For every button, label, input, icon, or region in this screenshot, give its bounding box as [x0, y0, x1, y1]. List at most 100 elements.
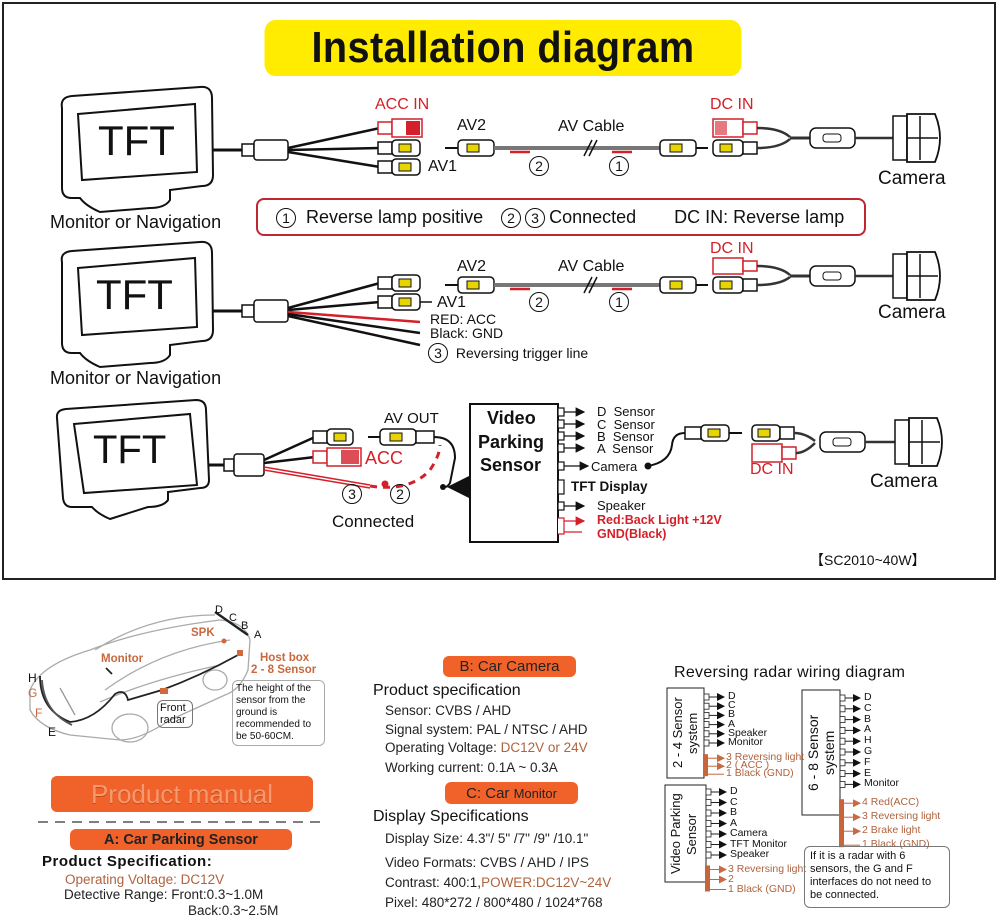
video-output-label: Speaker: [730, 848, 770, 860]
sys24-power-label: 3 Reversing light: [726, 751, 805, 764]
section-b-title: B: Car Camera: [443, 656, 576, 677]
red-dashed-connection: [369, 444, 442, 489]
sys24-output-label: Monitor: [728, 736, 764, 748]
video-power-label: 1 Black (GND): [728, 882, 796, 895]
video-power-bar: [705, 865, 710, 892]
sys24-output-label: Speaker: [728, 726, 768, 739]
av2-label-1: AV2: [457, 117, 487, 134]
camera-2-cable: [712, 257, 893, 294]
camera-1: [892, 113, 941, 163]
section-a-range-front: Detective Range: Front:0.3~1.0M: [64, 887, 264, 902]
video-output-label: B: [730, 806, 738, 818]
camera-1-cable: [712, 118, 893, 157]
radar-title: Reversing radar wiring diagram: [674, 664, 906, 681]
video-output-label: TFT Monitor: [730, 837, 787, 850]
car-label-e: E: [48, 725, 57, 739]
section-a-voltage: Operating Voltage: DC12V: [65, 872, 225, 887]
dc-in-label-3: DC IN: [750, 461, 794, 478]
output-a-sensor: A Sensor: [597, 441, 654, 456]
section-b-signal: Signal system: PAL / NTSC / AHD: [385, 722, 588, 737]
sys68-output-label: E: [864, 766, 872, 779]
monitor-2-connector: [213, 281, 421, 347]
section-c-contrast: Contrast: 400:1,POWER:DC12V~24V: [385, 875, 612, 890]
radar-note: If it is a radar with 6 sensors, the G a…: [804, 846, 950, 908]
monitor-1: [60, 85, 215, 214]
video-output-label: A: [730, 816, 738, 829]
car-label-d: D: [215, 604, 223, 616]
car-label-c: C: [229, 612, 237, 624]
car-label-h: H: [28, 671, 37, 685]
sys68-port: [839, 694, 846, 702]
section-a-heading: Product Specification:: [42, 853, 213, 870]
av-cable-label-1: AV Cable: [558, 118, 625, 135]
sensor-box-outputs: [557, 407, 590, 535]
section-c-formats: Video Formats: CVBS / AHD / IPS: [385, 855, 589, 870]
sys24-power-bar: [703, 754, 708, 777]
section-b-current: Working current: 0.1A ~ 0.3A: [385, 760, 558, 775]
marker-2-d2: 2: [529, 292, 553, 312]
sys24-output-label: C: [728, 699, 736, 712]
car-spk-label: SPK: [191, 627, 215, 639]
sys68-port: [839, 759, 846, 767]
monitor-1-connector: [213, 126, 381, 169]
sensor-box-title-1: Video: [487, 408, 536, 428]
sys24-power-label: 1 Black (GND): [726, 767, 794, 780]
av-out-plug: [368, 428, 457, 490]
av-cable-label-2: AV Cable: [558, 258, 625, 275]
sys68-output-label: G: [864, 745, 873, 757]
sensor-box-title-3: Sensor: [480, 455, 542, 475]
section-a-title: A: Car Parking Sensor: [70, 829, 292, 850]
connected-label: Connected: [332, 512, 415, 531]
camera-label-2: Camera: [878, 302, 946, 323]
sensor-height-note: The height of the sensor from the ground…: [232, 680, 325, 746]
tft-display-label: TFT Display: [571, 479, 648, 494]
av2-label-2: AV2: [457, 258, 487, 275]
section-b-heading: Product specification: [373, 682, 521, 699]
camera-2: [892, 251, 941, 301]
output-b-sensor: B Sensor: [597, 429, 655, 444]
black-gnd-label: Black: GND: [430, 325, 504, 341]
video-output-label: C: [730, 795, 738, 808]
red-backlight-label: Red:Back Light +12V: [597, 513, 722, 527]
camera-3: [894, 417, 943, 467]
section-c-size: Display Size: 4.3"/ 5" /7" /9" /10.1": [385, 831, 589, 846]
sys68-output-label: B: [864, 712, 872, 725]
section-a-range-back: Back:0.3~2.5M: [188, 903, 279, 918]
monitor-2: [60, 240, 215, 369]
monitor-2-label: Monitor or Navigation: [50, 368, 222, 388]
sys68-port: [839, 770, 846, 777]
marker-2-d1: 2: [529, 156, 553, 176]
camera-label-1: Camera: [878, 168, 946, 189]
video-output-label: D: [730, 785, 738, 797]
acc-plug-3: [312, 447, 362, 467]
acc-in-label: ACC IN: [375, 96, 430, 113]
front-radar-label: Front radar: [157, 700, 193, 728]
sys68-port: [839, 705, 846, 713]
monitor-2-screen-label: TFT: [96, 271, 173, 318]
section-b-voltage: Operating Voltage: DC12V or 24V: [385, 740, 588, 755]
output-d-sensor: D Sensor: [597, 404, 655, 419]
car-label-a: A: [254, 629, 262, 641]
red-acc-label: RED: ACC: [430, 311, 497, 327]
output-camera: Camera: [591, 459, 638, 474]
marker-1-d2: 1: [609, 292, 633, 312]
section-b-sensor: Sensor: CVBS / AHD: [385, 703, 512, 718]
car-label-f: F: [35, 706, 43, 720]
sys68-port: [839, 737, 846, 745]
car-monitor-label: Monitor: [101, 653, 144, 665]
sys68-output-label: A: [864, 723, 872, 736]
sys68-output-label: D: [864, 691, 872, 703]
sensor-range-label: 2 - 8 Sensor: [251, 664, 317, 676]
car-wiring: [39, 611, 249, 726]
radar-graphics: [664, 687, 841, 883]
video-power-label: 2: [728, 872, 734, 885]
speaker-label: Speaker: [597, 498, 646, 513]
sys68-power-label: 1 Black (GND): [862, 838, 930, 851]
monitor-3: [55, 398, 211, 521]
video-power-label: 3 Reversing light: [728, 862, 807, 875]
